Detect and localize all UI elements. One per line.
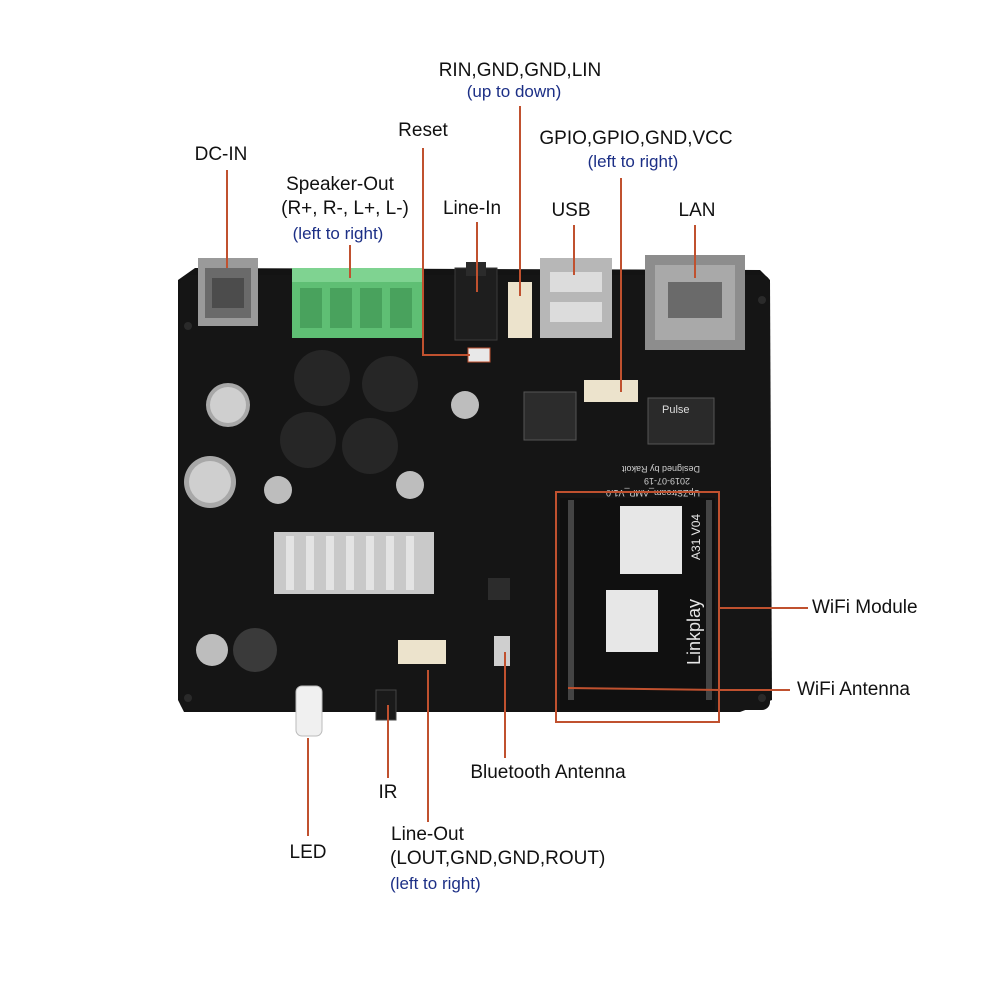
audio-chip [523,391,577,441]
label-reset: Reset [398,120,448,141]
label-speaker-out: Speaker-Out [286,174,394,195]
bt-antenna-pad [494,636,510,666]
capacitors [184,383,479,666]
gpio-header-connector [584,380,638,402]
label-speaker-out-pins: (R+, R-, L+, L-) [281,198,409,219]
heatsink [274,532,434,594]
label-line-out-order: (left to right) [390,874,481,893]
speaker-terminal-block [292,268,422,338]
callout-lines [226,106,808,836]
usb-port [540,258,612,338]
bt-chip [488,578,510,600]
label-wifi-antenna: WiFi Antenna [797,679,910,700]
transformer [647,397,715,445]
dc-jack [198,258,258,326]
label-rin-header: RIN,GND,GND,LIN [438,60,602,81]
label-wifi-module: WiFi Module [812,597,918,618]
label-ir: IR [378,782,398,803]
label-gpio-header-order: (left to right) [587,152,679,171]
transformer-brand: Pulse [662,404,690,416]
label-line-in: Line-In [442,198,502,219]
mounting-hole [184,322,192,330]
label-bluetooth-antenna: Bluetooth Antenna [470,762,626,783]
inductors [233,350,418,672]
label-lan: LAN [678,200,716,221]
ir-receiver [375,689,397,721]
svg-text:2019-07-19: 2019-07-19 [644,476,690,486]
label-usb: USB [551,200,591,221]
line-out-connector [398,640,446,664]
label-line-out: Line-Out [391,824,464,845]
module-brand-text: Linkplay [684,599,704,665]
led [295,685,323,737]
silkscreen-text: Designed by Rakoit [621,464,700,474]
label-rin-header-order: (up to down) [466,82,562,101]
label-speaker-out-order: (left to right) [292,224,384,243]
label-led: LED [289,842,327,863]
label-line-out-pins: (LOUT,GND,GND,ROUT) [390,848,606,869]
label-gpio-header: GPIO,GPIO,GND,VCC [539,128,733,149]
label-dc-in: DC-IN [194,144,248,165]
reset-button [467,347,491,363]
wifi-module-board: Linkplay A31 V04 [560,498,715,710]
svg-text:A31 V04: A31 V04 [689,514,703,560]
